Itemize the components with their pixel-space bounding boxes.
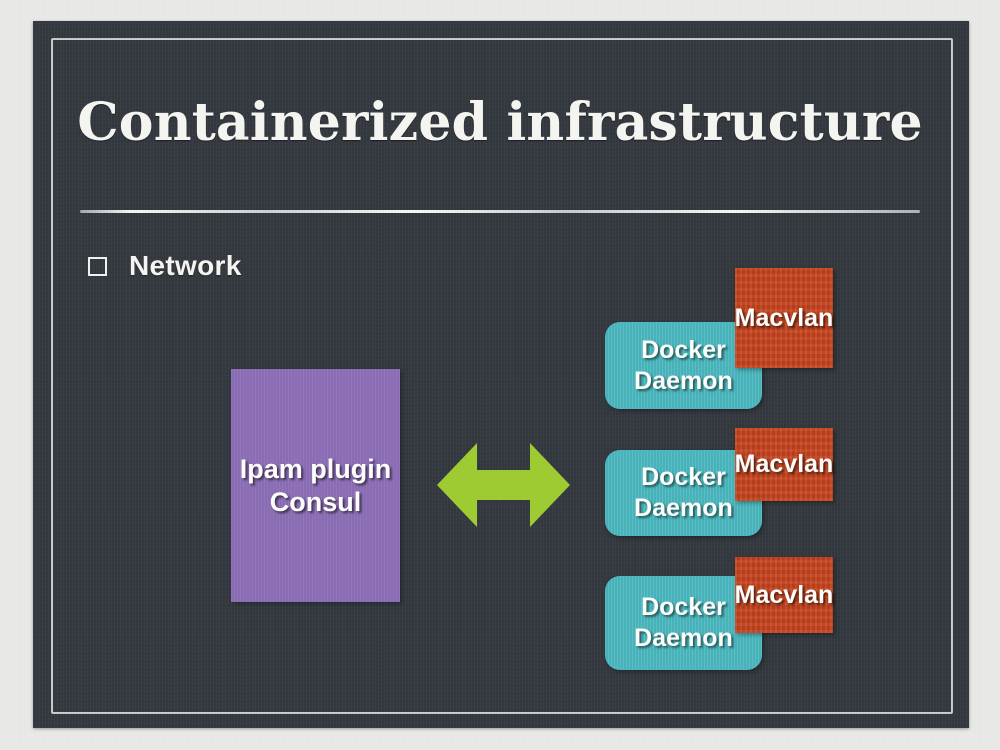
title-divider — [80, 210, 920, 213]
double-headed-arrow-icon — [437, 437, 570, 533]
bullet-list-item: Network — [88, 250, 242, 282]
page-title: Containerized infrastructure — [77, 92, 923, 153]
ipam-plugin-label-line2: Consul — [269, 486, 362, 517]
ipam-plugin-label-line1: Ipam plugin — [239, 453, 392, 484]
ipam-plugin-box: Ipam plugin Consul — [231, 369, 400, 602]
bullet-item-label: Network — [129, 250, 242, 281]
empty-square-bullet-icon — [88, 256, 107, 276]
